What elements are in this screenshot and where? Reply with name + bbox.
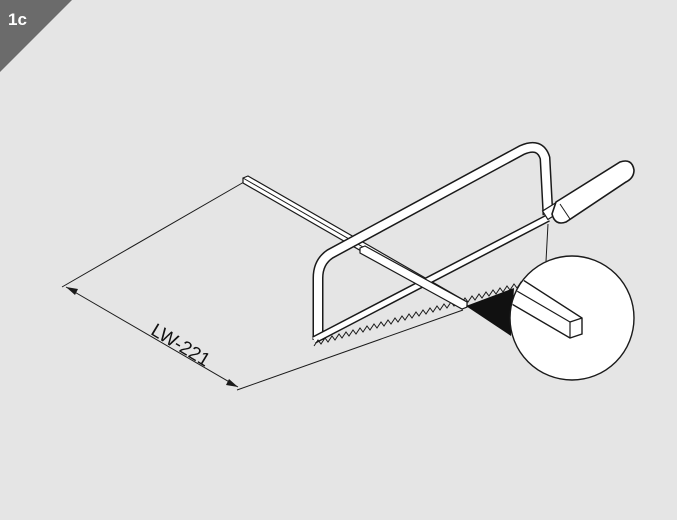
magnifier-beam (466, 288, 514, 336)
saw-handle (541, 160, 635, 224)
step-badge-label: 1c (8, 10, 27, 29)
extension-line-left (61, 181, 245, 288)
step-badge-triangle (0, 0, 72, 72)
saw-blade (312, 214, 550, 347)
dimension-arrow-start (66, 287, 78, 295)
dimension-arrow-end (226, 379, 238, 387)
square-rod-front (359, 245, 468, 310)
saw-frame (312, 141, 554, 340)
dimension-line (65, 286, 239, 388)
extension-line-right (236, 309, 464, 391)
magnifier-detail (509, 255, 635, 381)
